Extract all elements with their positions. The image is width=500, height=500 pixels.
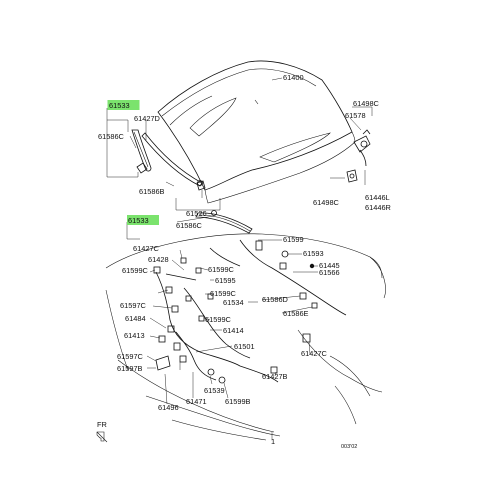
label-61427c-lower: 61427C	[301, 349, 328, 358]
leader-lines	[106, 77, 373, 440]
label-61586d: 61586D	[262, 295, 288, 304]
label-61586c-lower: 61586C	[176, 221, 203, 230]
cable-connectors	[153, 240, 318, 384]
label-61498c-upper: 61498C	[353, 99, 380, 108]
label-61593: 61593	[303, 249, 324, 258]
label-61427b: 61427B	[262, 372, 288, 381]
label-61484: 61484	[125, 314, 146, 323]
label-61414: 61414	[223, 326, 244, 335]
label-61428: 61428	[148, 255, 169, 264]
label-61597c-b: 61597C	[117, 352, 144, 361]
label-61566: 61566	[319, 268, 340, 277]
label-61427c-upper: 61427C	[133, 244, 160, 253]
engine-bay-outline	[105, 233, 386, 441]
hood-seal-left	[131, 129, 203, 187]
label-61539: 61539	[204, 386, 225, 395]
front-arrow-icon	[96, 431, 105, 442]
label-61526: 61526	[186, 209, 207, 218]
label-61586c-upper: 61586C	[98, 132, 125, 141]
label-61471: 61471	[186, 397, 207, 406]
part-labels: 61400 61533 61427D 61586C 61586B 61526 6…	[98, 73, 391, 446]
label-61599-right: 61599	[283, 235, 304, 244]
hood-seal-front	[195, 210, 253, 234]
seal-clips	[136, 162, 206, 191]
label-61400: 61400	[283, 73, 304, 82]
label-61446l: 61446L	[365, 193, 390, 202]
label-61599b: 61599B	[225, 397, 251, 406]
label-61597b: 61597B	[117, 364, 143, 373]
label-61595: 61595	[215, 276, 236, 285]
label-61498c-lower: 61498C	[313, 198, 340, 207]
hood-panel	[157, 60, 356, 204]
label-61599c-a: 61599C	[208, 265, 235, 274]
label-61586e: 61586E	[283, 309, 309, 318]
label-61496: 61496	[158, 403, 179, 412]
label-61599c-c: 61599C	[210, 289, 237, 298]
label-61533-upper: 61533	[109, 101, 130, 110]
label-61446r: 61446R	[365, 203, 391, 212]
label-61445: 61445	[319, 261, 340, 270]
highlight-61533-upper	[107, 100, 140, 110]
label-fr: FR	[97, 420, 107, 429]
label-61597c-a: 61597C	[120, 301, 147, 310]
label-61533-lower: 61533	[128, 216, 149, 225]
label-61501: 61501	[234, 342, 255, 351]
label-61413: 61413	[124, 331, 145, 340]
label-61534: 61534	[223, 298, 244, 307]
label-61599c-d: 61599C	[205, 315, 232, 324]
label-61599c-b: 61599C	[122, 266, 149, 275]
label-61427d: 61427D	[134, 114, 160, 123]
highlight-61533-lower	[127, 215, 159, 225]
figure-code: 003'02	[341, 444, 357, 450]
label-61578: 61578	[345, 111, 366, 120]
front-direction-indicator: FR	[96, 420, 108, 443]
hood-release-cable	[155, 239, 347, 383]
label-1: 1	[271, 437, 275, 446]
label-61586b: 61586B	[139, 187, 165, 196]
hood-hinge-right	[346, 129, 371, 183]
